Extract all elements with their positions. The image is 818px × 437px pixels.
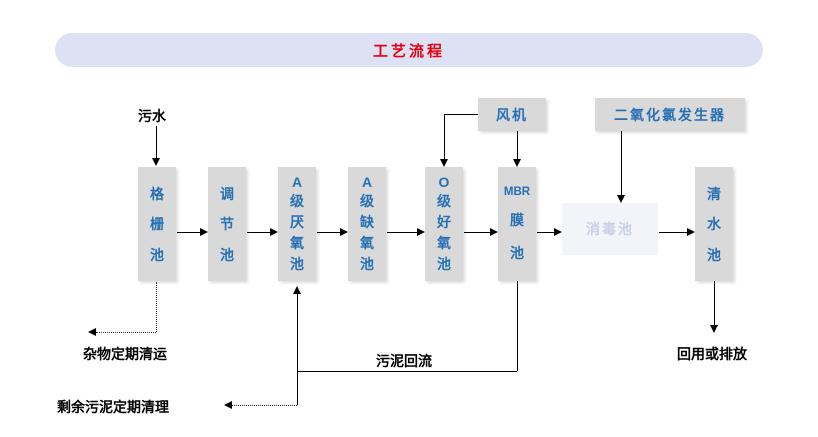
effluent-arrowhead-icon [710,325,718,333]
sludge-return-label: 污泥回流 [376,353,432,369]
excess-sludge-line [232,405,297,406]
influent-label: 污水 [138,108,166,124]
effluent-line [714,281,715,325]
excess-sludge-label: 剩余污泥定期清理 [57,399,169,415]
flow-line-mbr-disinfection [537,232,554,233]
sludge-return-line-up [297,294,298,405]
debris-removal-label: 杂物定期清运 [83,346,167,362]
blower-box: 风机 [478,98,546,131]
page-title: 工艺流程 [372,42,445,60]
sludge-return-line-horizontal [297,371,517,372]
blower-arrowhead-aerobic-icon [440,159,448,167]
debris-line-vertical [156,282,157,332]
sludge-return-arrowhead-icon [293,286,301,294]
flow-line-grid-regulating [177,232,200,233]
tank-regulating: 调节池 [208,167,246,281]
chlorine-generator-arrowhead-icon [617,195,625,203]
chlorine-generator-line [621,131,622,195]
blower-line-to-mbr [517,131,518,159]
blower-arrowhead-mbr-icon [513,159,521,167]
debris-arrowhead-icon [88,328,96,336]
flow-line-regulating-anaerobic [247,232,270,233]
flow-arrowhead-mbr-disinfection-icon [554,228,562,236]
sludge-return-line-down [517,281,518,371]
flow-arrowhead-regulating-anaerobic-icon [270,228,278,236]
flow-line-anaerobic-anoxic [317,232,340,233]
flow-arrowhead-disinfection-clearwater-icon [687,228,695,236]
flow-arrowhead-aerobic-mbr-icon [490,228,498,236]
blower-line-horizontal [444,114,478,115]
influent-arrowhead-icon [152,158,160,166]
flow-line-disinfection-clearwater [659,232,687,233]
debris-line-horizontal [96,332,156,333]
tank-grid: 格栅池 [138,167,176,281]
influent-line [156,126,157,158]
blower-line-to-aerobic [444,114,445,159]
chlorine-generator-box: 二氧化氯发生器 [595,98,745,131]
effluent-label: 回用或排放 [677,346,747,362]
flow-line-anoxic-aerobic [387,232,417,233]
tank-disinfection: 消毒池 [562,203,658,255]
flow-arrowhead-anoxic-aerobic-icon [417,228,425,236]
tank-clear-water: 清水池 [695,167,733,281]
title-banner: 工艺流程 [55,33,763,67]
flow-line-aerobic-mbr [464,232,490,233]
flow-arrowhead-anaerobic-anoxic-icon [340,228,348,236]
flow-arrowhead-grid-regulating-icon [200,228,208,236]
excess-sludge-arrowhead-icon [224,401,232,409]
